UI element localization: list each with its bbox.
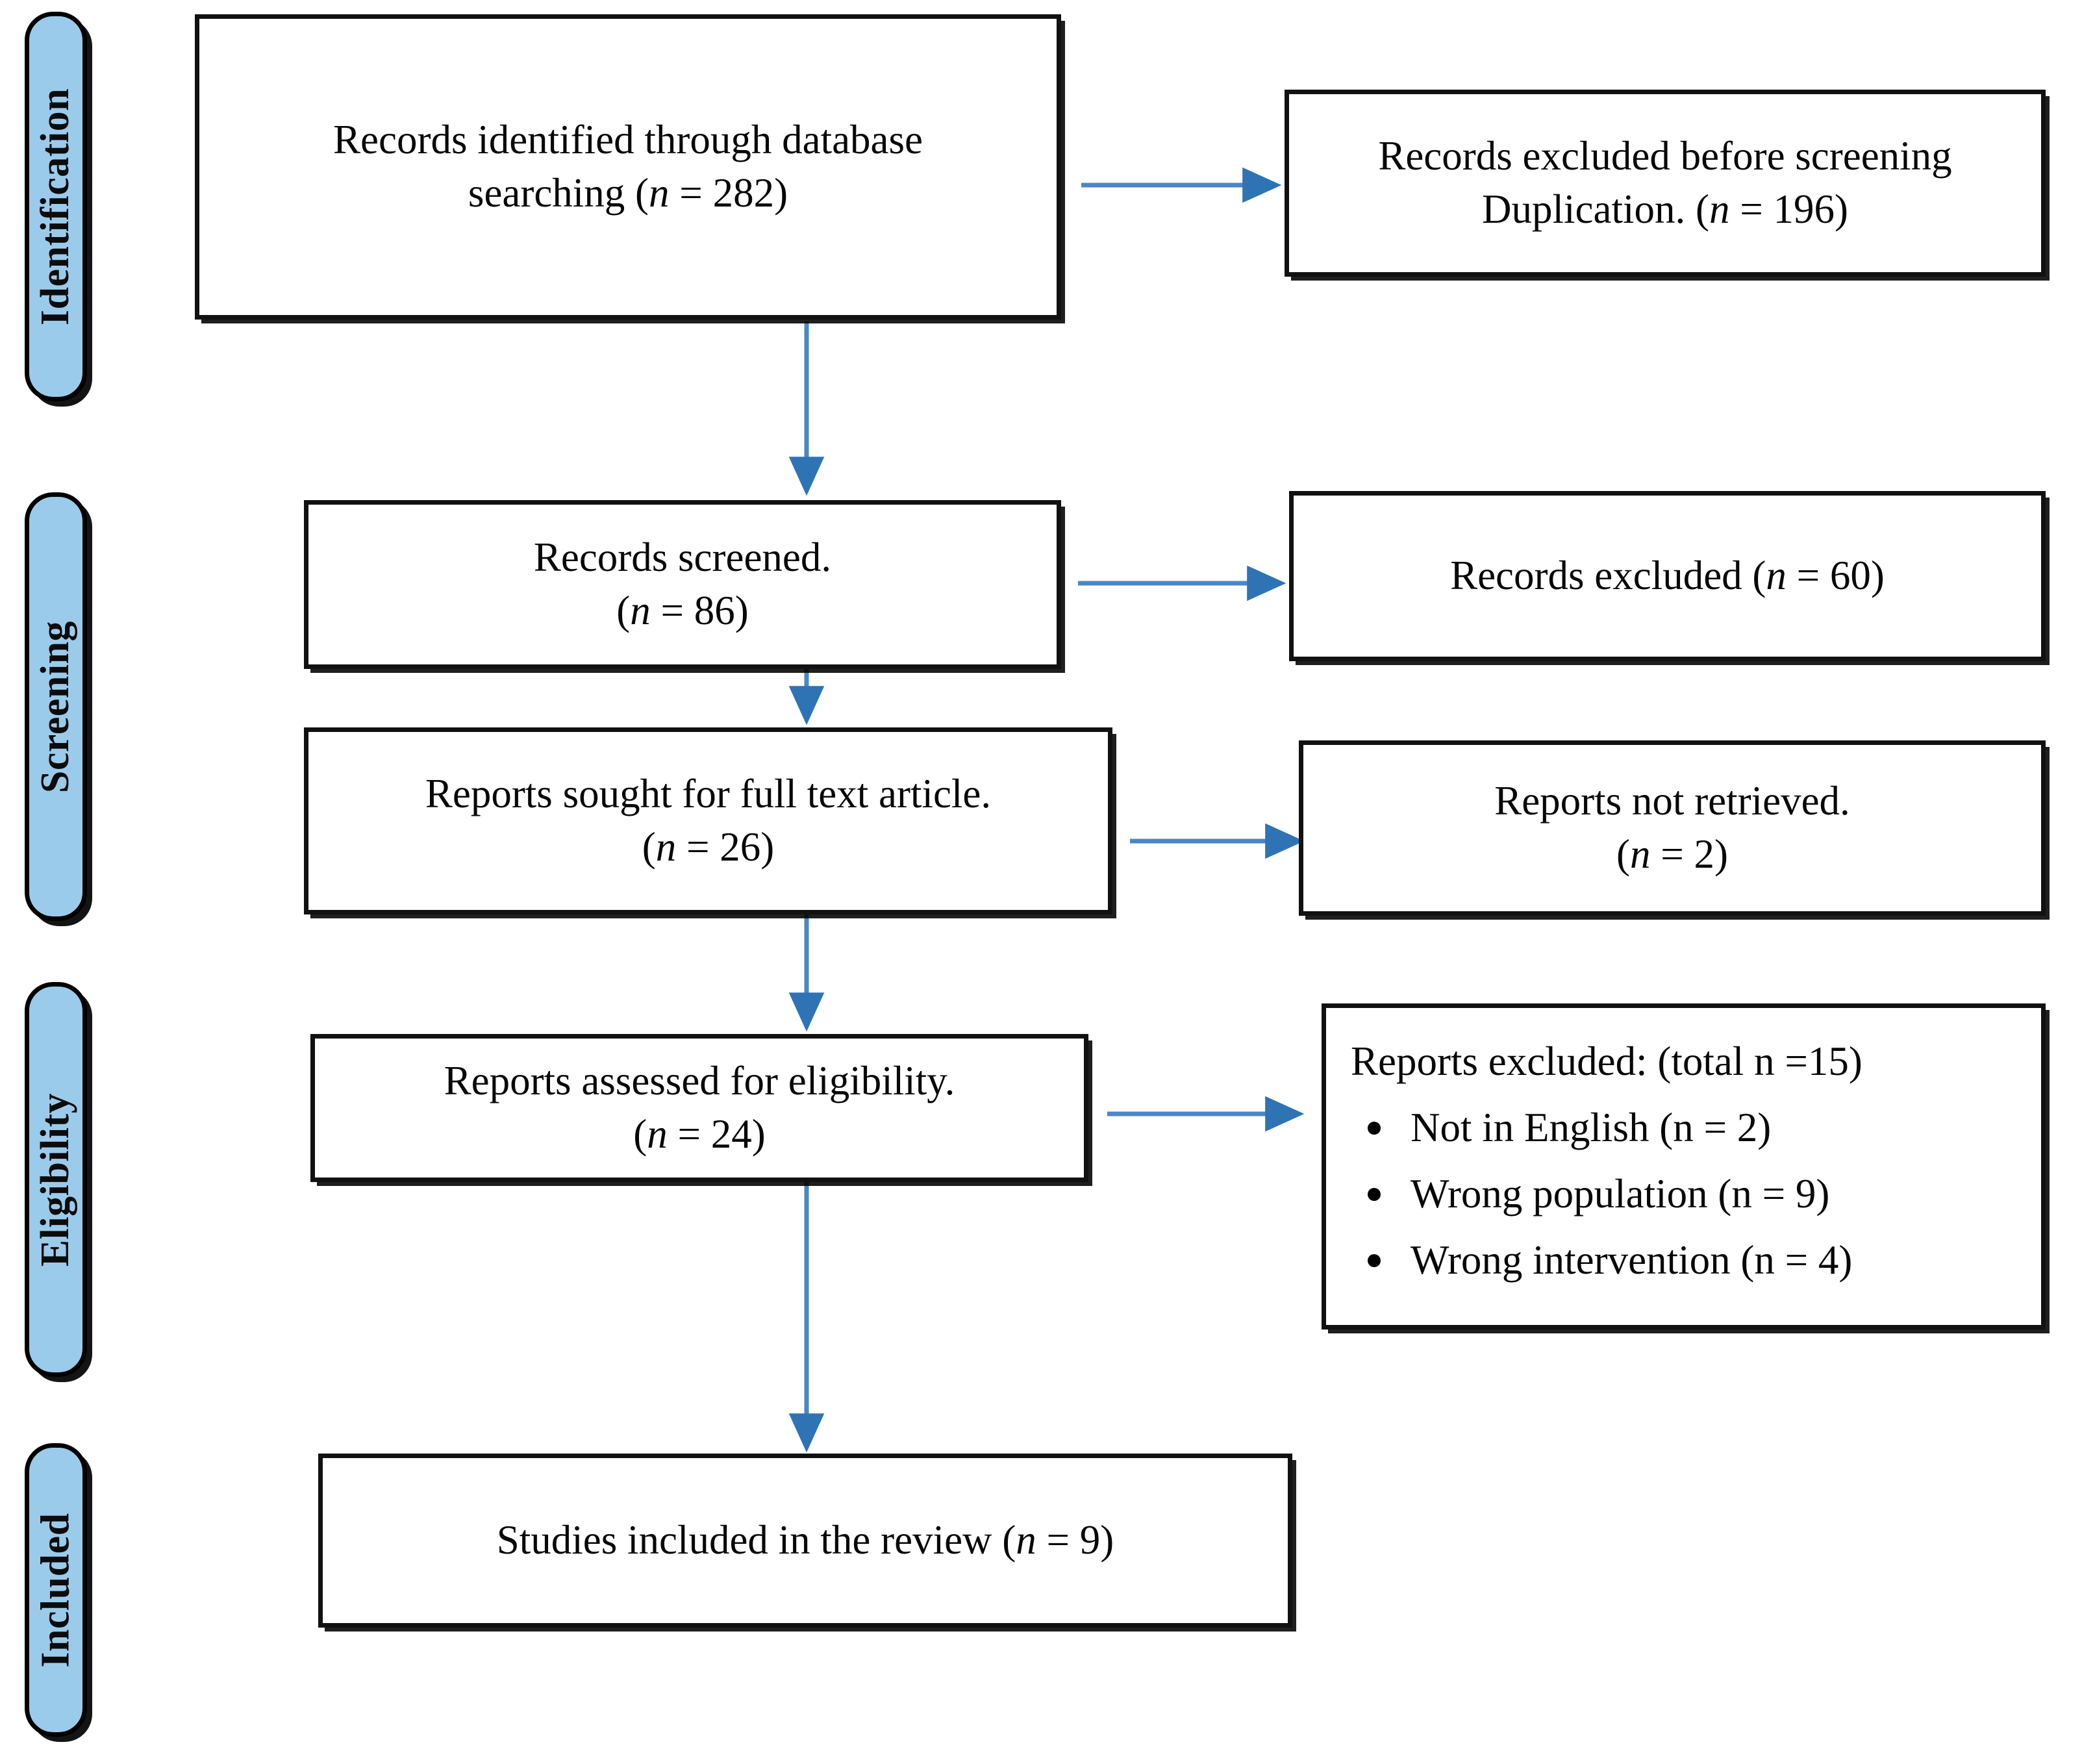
records-excluded-line1-n: n <box>1766 553 1787 599</box>
reports-excluded-item-1-n: n <box>1731 1170 1752 1216</box>
stage-label-included: Included <box>33 1512 78 1668</box>
reports-excluded-heading-suffix: =15) <box>1774 1039 1863 1084</box>
sought-full-text-line2-prefix: ( <box>642 824 656 870</box>
stage-label-eligibility: Eligibility <box>33 1092 78 1266</box>
box-records-screened-text: Records screened. (n = 86) <box>520 531 846 638</box>
box-reports-sought-full-text: Reports sought for full text article. (n… <box>304 727 1112 914</box>
records-excluded-line1-prefix: Records excluded ( <box>1450 553 1766 599</box>
included-studies-line1-suffix: = 9) <box>1036 1517 1114 1563</box>
list-item: Not in English (n = 2) <box>1351 1102 1863 1155</box>
reports-excluded-reason-list: Not in English (n = 2) Wrong population … <box>1351 1102 1863 1287</box>
sought-full-text-line2-n: n <box>655 824 677 870</box>
not-retrieved-line2-prefix: ( <box>1616 831 1630 877</box>
records-screened-line1: Records screened. <box>533 535 832 581</box>
assessed-eligibility-line2-prefix: ( <box>633 1111 647 1157</box>
bullet-icon <box>1368 1254 1381 1267</box>
stage-pill-eligibility: Eligibility <box>25 982 87 1377</box>
assessed-eligibility-line2-n: n <box>647 1111 668 1157</box>
included-studies-line1-prefix: Studies included in the review ( <box>496 1517 1016 1563</box>
not-retrieved-line2-n: n <box>1629 831 1651 877</box>
reports-excluded-item-2-prefix: Wrong intervention ( <box>1411 1237 1755 1283</box>
box-reports-not-retrieved: Reports not retrieved. (n = 2) <box>1299 740 2046 916</box>
excluded-before-screening-line2-suffix: = 196) <box>1729 186 1848 232</box>
assessed-eligibility-line1: Reports assessed for eligibility. <box>444 1058 955 1104</box>
box-reports-not-retrieved-text: Reports not retrieved. (n = 2) <box>1480 775 1864 881</box>
reports-excluded-item-1-suffix: = 9) <box>1751 1170 1830 1216</box>
box-records-excluded: Records excluded (n = 60) <box>1289 491 2046 661</box>
box-reports-assessed-eligibility-text: Reports assessed for eligibility. (n = 2… <box>430 1055 970 1161</box>
box-records-excluded-before-screening-text: Records excluded before screening Duplic… <box>1364 130 1966 236</box>
records-screened-line2-suffix: = 86) <box>650 588 749 633</box>
box-reports-sought-full-text-text: Reports sought for full text article. (n… <box>411 768 1005 874</box>
reports-excluded-item-0-suffix: = 2) <box>1693 1104 1772 1150</box>
reports-excluded-heading-prefix: Reports excluded: (total <box>1351 1039 1755 1084</box>
box-records-excluded-text: Records excluded (n = 60) <box>1436 549 1899 603</box>
not-retrieved-line1: Reports not retrieved. <box>1494 778 1850 824</box>
box-reports-excluded-detail: Reports excluded: (total n =15) Not in E… <box>1322 1003 2046 1329</box>
reports-excluded-item-0-n: n <box>1673 1104 1694 1150</box>
reports-excluded-block: Reports excluded: (total n =15) Not in E… <box>1326 1008 1863 1287</box>
box-records-screened: Records screened. (n = 86) <box>304 500 1061 669</box>
stage-label-identification: Identification <box>33 88 78 325</box>
list-item: Wrong intervention (n = 4) <box>1351 1234 1863 1287</box>
list-item: Wrong population (n = 9) <box>1351 1168 1863 1221</box>
not-retrieved-line2-suffix: = 2) <box>1650 831 1728 877</box>
reports-excluded-heading-n: n <box>1754 1039 1775 1084</box>
records-identified-line1: Records identified through database <box>333 117 923 163</box>
bullet-icon <box>1368 1121 1381 1135</box>
bullet-icon <box>1368 1187 1381 1201</box>
records-screened-line2-n: n <box>630 588 651 633</box>
reports-excluded-item-2-n: n <box>1754 1237 1775 1283</box>
records-excluded-line1-suffix: = 60) <box>1786 553 1885 599</box>
assessed-eligibility-line2-suffix: = 24) <box>667 1111 766 1157</box>
sought-full-text-line1: Reports sought for full text article. <box>425 771 992 817</box>
stage-pill-identification: Identification <box>25 12 87 401</box>
excluded-before-screening-line2-prefix: Duplication. ( <box>1482 186 1709 232</box>
included-studies-line1-n: n <box>1016 1517 1036 1563</box>
excluded-before-screening-line1: Records excluded before screening <box>1378 133 1952 179</box>
reports-excluded-item-2-suffix: = 4) <box>1774 1237 1853 1283</box>
records-screened-line2-prefix: ( <box>616 588 631 633</box>
reports-excluded-item-0-prefix: Not in English ( <box>1411 1104 1674 1150</box>
stage-pill-screening: Screening <box>25 492 87 921</box>
stage-label-screening: Screening <box>33 620 78 793</box>
reports-excluded-heading: Reports excluded: (total n =15) <box>1351 1035 1863 1089</box>
excluded-before-screening-line2-n: n <box>1709 186 1730 232</box>
sought-full-text-line2-suffix: = 26) <box>676 824 775 870</box>
box-studies-included-text: Studies included in the review (n = 9) <box>483 1514 1129 1567</box>
records-identified-line2-suffix: = 282) <box>669 170 788 216</box>
records-identified-line2-prefix: searching ( <box>468 170 649 216</box>
box-studies-included: Studies included in the review (n = 9) <box>318 1454 1292 1628</box>
box-records-identified: Records identified through database sear… <box>195 14 1061 320</box>
records-identified-line2-n: n <box>649 170 670 216</box>
box-records-excluded-before-screening: Records excluded before screening Duplic… <box>1285 90 2046 277</box>
stage-pill-included: Included <box>25 1443 87 1737</box>
box-reports-assessed-eligibility: Reports assessed for eligibility. (n = 2… <box>310 1034 1088 1182</box>
box-records-identified-text: Records identified through database sear… <box>319 114 937 220</box>
reports-excluded-item-1-prefix: Wrong population ( <box>1411 1170 1732 1216</box>
